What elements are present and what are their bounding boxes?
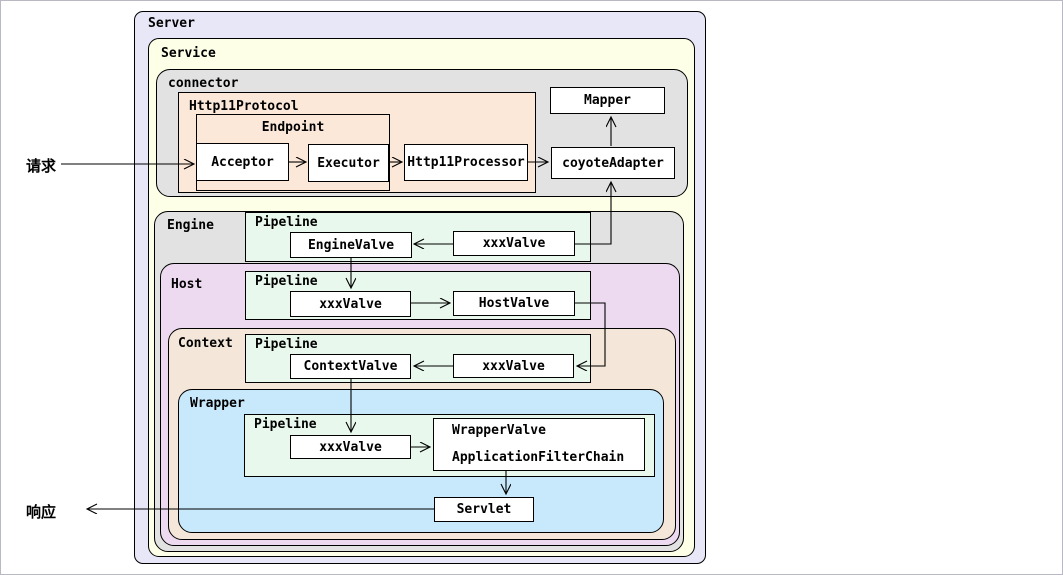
wrapper-xxx-valve-node: xxxValve [290, 435, 411, 459]
wrapper-pipeline-label: Pipeline [254, 417, 317, 432]
wrapper-label: Wrapper [190, 396, 245, 411]
http11processor-node: Http11Processor [404, 144, 528, 181]
request-label: 请求 [26, 158, 57, 175]
http11protocol-label: Http11Protocol [189, 99, 299, 114]
host-label: Host [171, 277, 203, 292]
host-xxx-valve-label: xxxValve [319, 296, 382, 312]
engine-valve-node: EngineValve [290, 232, 412, 258]
http11processor-label: Http11Processor [407, 155, 525, 170]
context-label: Context [178, 336, 233, 351]
server-label: Server [148, 16, 195, 31]
host-valve-node: HostValve [453, 291, 575, 316]
executor-label: Executor [317, 155, 380, 171]
engine-xxx-valve-node: xxxValve [453, 231, 575, 256]
host-xxx-valve-node: xxxValve [290, 291, 411, 317]
connector-label: connector [168, 76, 239, 91]
wrapper-xxx-valve-label: xxxValve [319, 439, 382, 455]
response-label: 响应 [26, 504, 57, 521]
engine-xxx-valve-label: xxxValve [482, 236, 546, 251]
servlet-label: Servlet [456, 502, 512, 517]
context-valve-node: ContextValve [290, 354, 411, 379]
mapper-node: Mapper [550, 87, 665, 114]
wrapper-valve-node: WrapperValve ApplicationFilterChain [433, 418, 645, 471]
context-xxx-valve-node: xxxValve [453, 354, 574, 378]
service-label: Service [161, 46, 216, 61]
application-filter-chain-label: ApplicationFilterChain [452, 450, 625, 465]
context-pipeline-label: Pipeline [255, 337, 318, 352]
acceptor-label: Acceptor [211, 154, 274, 170]
wrapper-valve-label: WrapperValve [452, 423, 546, 438]
endpoint-label: Endpoint [261, 120, 325, 135]
host-valve-label: HostValve [478, 296, 550, 311]
context-valve-label: ContextValve [303, 359, 398, 374]
servlet-node: Servlet [434, 497, 534, 522]
host-pipeline-label: Pipeline [255, 274, 318, 289]
coyote-adapter-node: coyoteAdapter [551, 147, 675, 179]
context-xxx-valve-label: xxxValve [482, 358, 545, 374]
engine-pipeline-label: Pipeline [255, 215, 318, 230]
acceptor-node: Acceptor [196, 143, 289, 181]
executor-node: Executor [308, 144, 389, 182]
mapper-label: Mapper [584, 93, 631, 108]
engine-valve-label: EngineValve [307, 237, 395, 253]
coyote-adapter-label: coyoteAdapter [562, 155, 664, 171]
engine-label: Engine [167, 218, 214, 233]
